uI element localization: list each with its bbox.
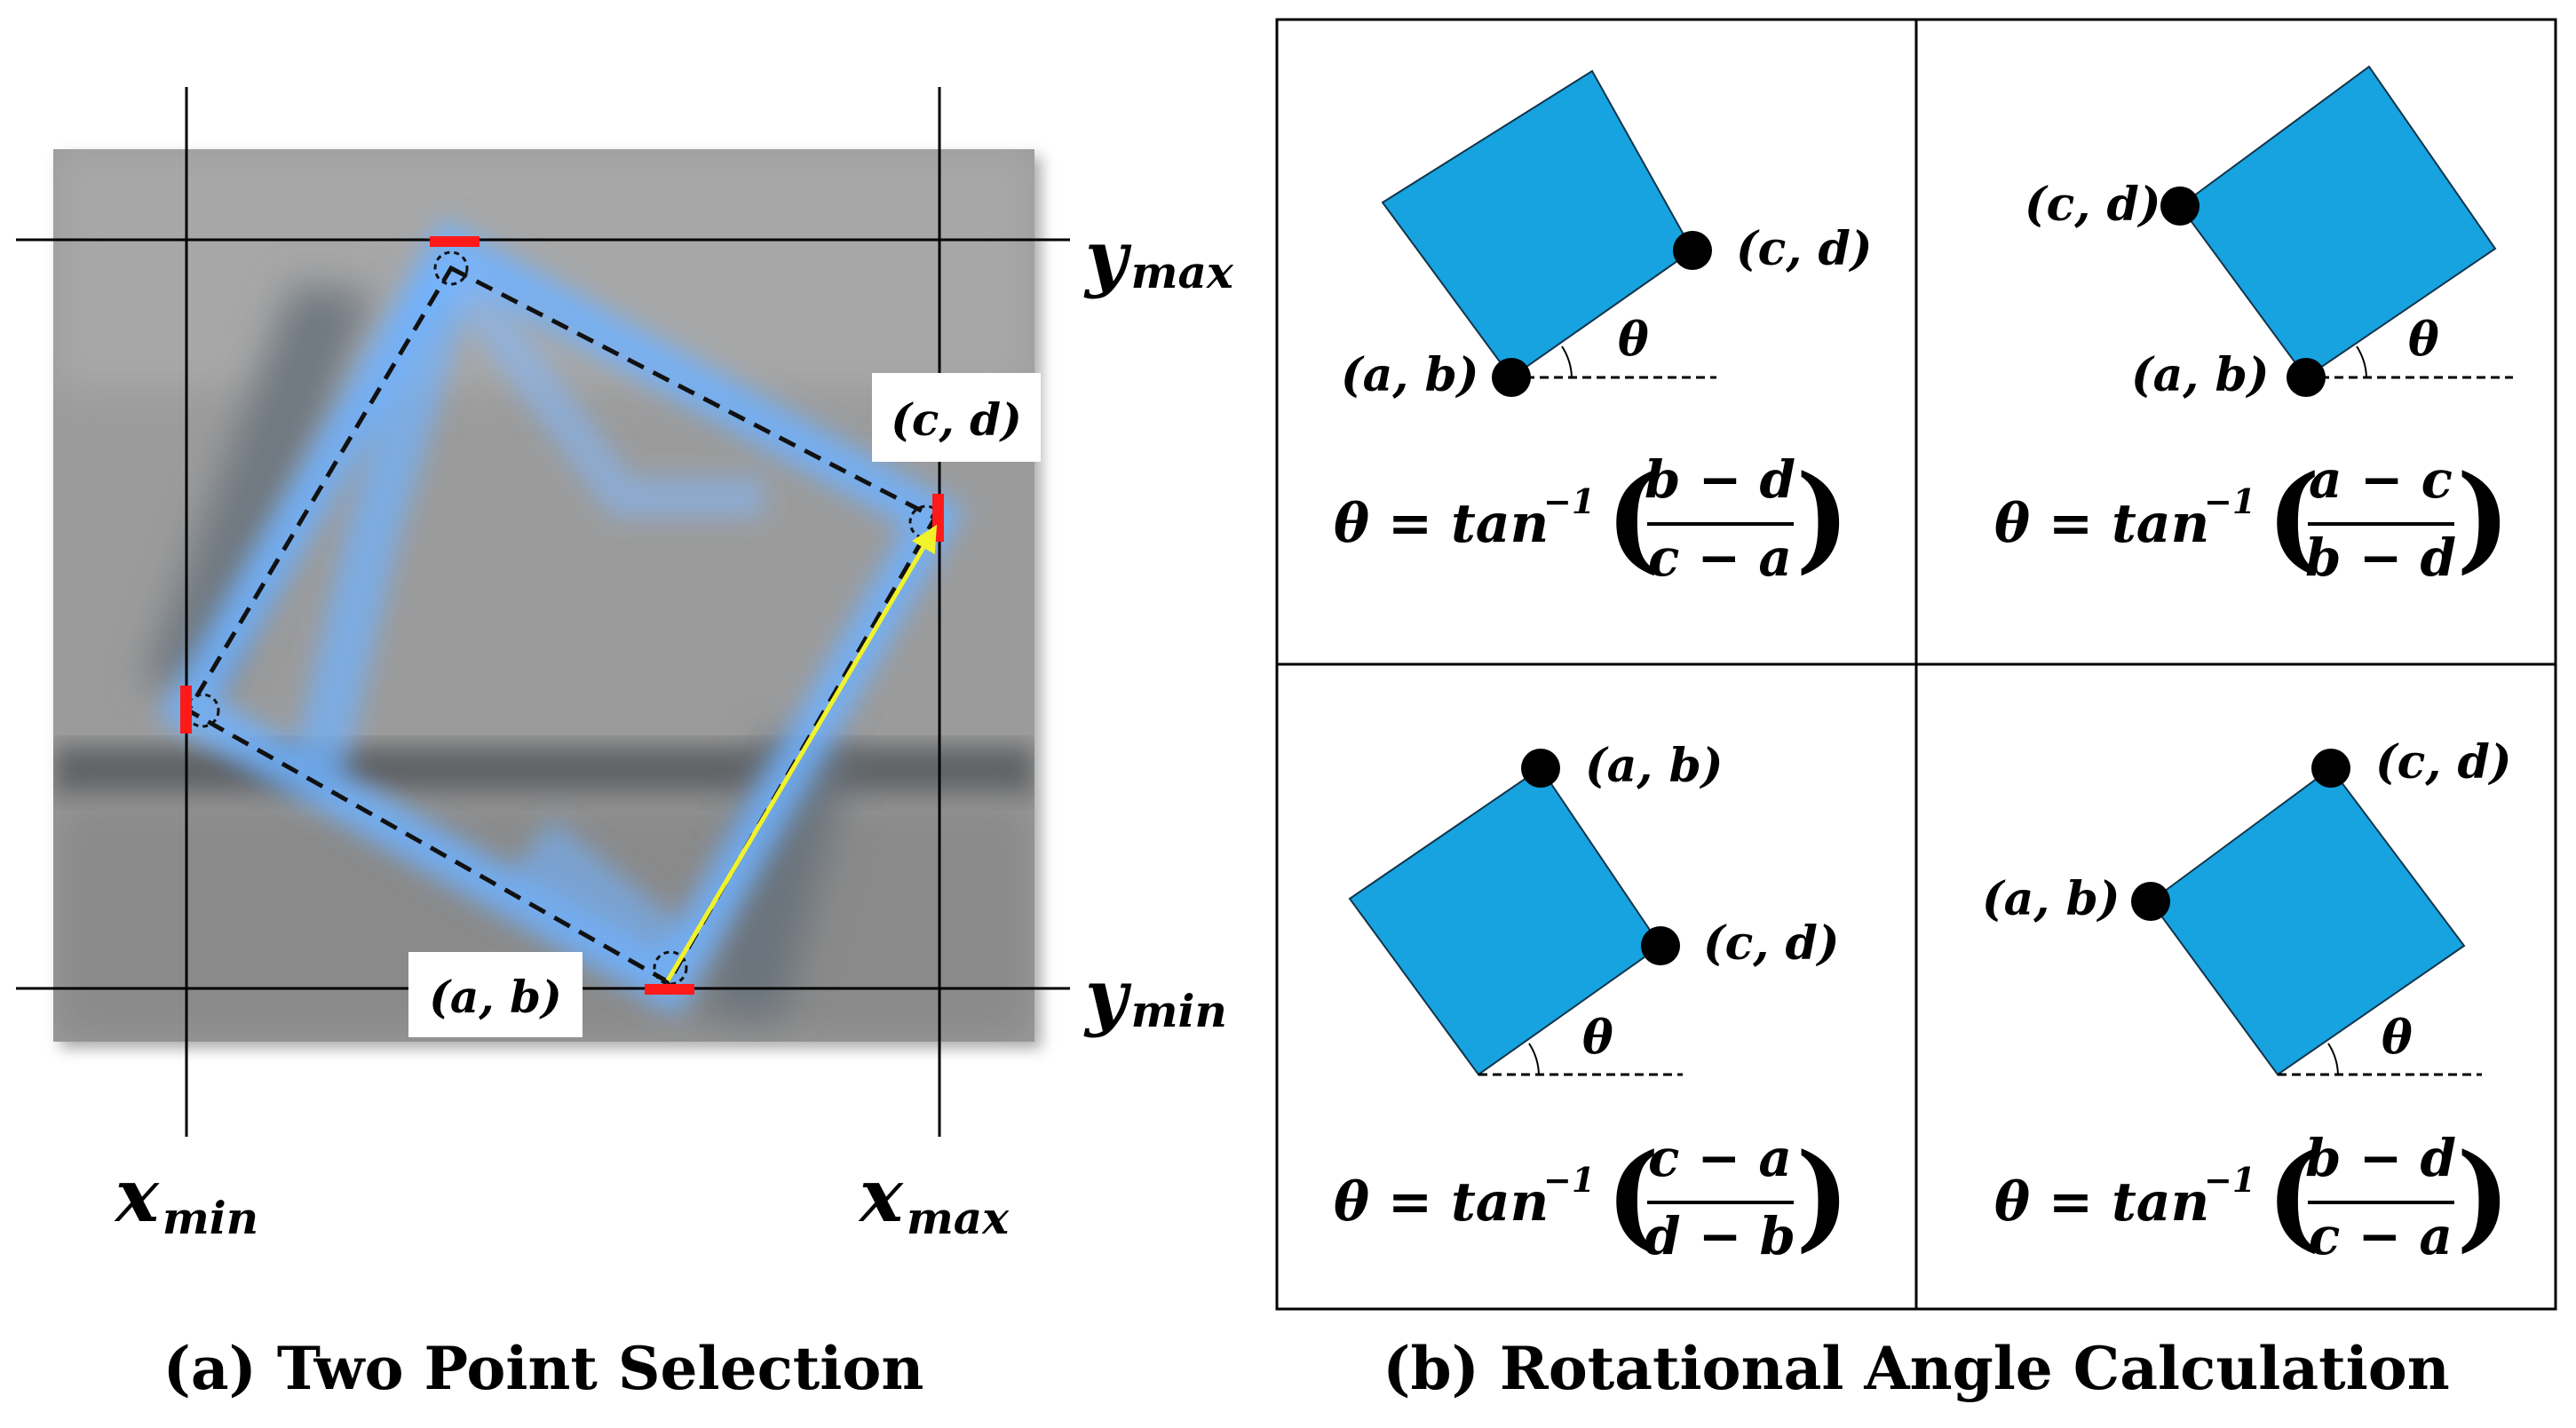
label-p2: (c, d) (1703, 916, 1839, 971)
equation: θ = tan −1 ( b − d c − a ) (1334, 449, 1851, 588)
label-p1: (c, d) (2375, 735, 2511, 789)
point-cd (2160, 186, 2200, 226)
left-extreme-marker (180, 686, 192, 734)
ab-label-box (408, 952, 583, 1037)
x-max-label: xmax (858, 1154, 1010, 1244)
eq-numerator: a − c (2309, 449, 2453, 510)
eq-sup: −1 (2204, 1160, 2255, 1200)
eq-paren-open: ( (1605, 1128, 1661, 1264)
angle-arc (1528, 1043, 1540, 1075)
label-p2: (a, b) (1982, 872, 2120, 926)
point-ab (1521, 749, 1560, 788)
eq-paren-close: ) (2456, 449, 2511, 585)
equation: θ = tan −1 ( b − d c − a ) (1994, 1128, 2511, 1266)
rotated-square (1348, 766, 1662, 1076)
eq-numerator: b − d (2305, 1128, 2456, 1188)
theta-label: θ (1618, 313, 1649, 367)
point-cd (1641, 926, 1680, 965)
eq-denominator: c − a (2309, 1206, 2453, 1266)
point-ab (1492, 358, 1531, 397)
eq-numerator: c − a (1648, 1128, 1792, 1188)
eq-lhs: θ = tan (1994, 1171, 2209, 1234)
equation: θ = tan −1 ( c − a d − b ) (1334, 1128, 1851, 1266)
theta-label: θ (1582, 1011, 1613, 1065)
ab-label: (a, b) (429, 971, 562, 1023)
rotated-square (2178, 65, 2497, 379)
angle-arc (2356, 345, 2367, 378)
panel-a-two-point-selection: (c, d) (a, b) ymax ymin xmin xmax (a) Tw… (16, 87, 1234, 1403)
x-min-label: xmin (114, 1154, 258, 1244)
eq-sup: −1 (1543, 481, 1595, 521)
point-ab (2131, 882, 2170, 921)
eq-lhs: θ = tan (1334, 1171, 1549, 1234)
panel-a-caption: (a) Two Point Selection (163, 1334, 924, 1403)
point-cd (2311, 749, 2350, 788)
cell-bottom-left: (a, b) (c, d) θ θ = tan −1 ( c − a d − b… (1334, 739, 1851, 1266)
cd-label: (c, d) (891, 393, 1022, 446)
cd-label-box (872, 373, 1041, 462)
equation: θ = tan −1 ( a − c b − d ) (1994, 449, 2511, 588)
cell-bottom-right: (c, d) (a, b) θ θ = tan −1 ( b − d c − a… (1982, 735, 2511, 1266)
point-cd (1673, 231, 1712, 270)
eq-denominator: b − d (2305, 528, 2456, 588)
panel-b-rotational-angle: (a, b) (c, d) θ θ = tan −1 ( b − d c − a… (1275, 18, 2557, 1403)
y-max-label: ymax (1083, 215, 1234, 300)
bounding-rectangle (185, 265, 939, 986)
bottom-extreme-marker (645, 984, 694, 995)
right-extreme-marker (932, 494, 944, 542)
top-extreme-marker (430, 236, 480, 247)
eq-denominator: d − b (1645, 1206, 1795, 1266)
eq-paren-open: ( (2266, 1128, 2321, 1264)
corner-bottom-circle (653, 950, 688, 986)
vector-arrow (665, 524, 938, 982)
y-min-label: ymin (1083, 954, 1227, 1039)
eq-lhs: θ = tan (1334, 493, 1549, 555)
cell-top-right: (c, d) (a, b) θ θ = tan −1 ( a − c b − d… (1994, 65, 2513, 588)
angle-arc (2327, 1043, 2339, 1075)
eq-denominator: c − a (1648, 528, 1792, 588)
point-ab (2287, 358, 2326, 397)
label-p1: (a, b) (1585, 739, 1723, 793)
eq-paren-close: ) (1795, 1128, 1851, 1264)
eq-paren-open: ( (2266, 449, 2321, 585)
corner-top-circle (433, 250, 469, 286)
label-p2: (c, d) (1736, 222, 1872, 276)
eq-paren-close: ) (2456, 1128, 2511, 1264)
label-p1: (c, d) (2025, 178, 2160, 232)
blurred-photo (53, 149, 1034, 1042)
panel-b-caption: (b) Rotational Angle Calculation (1383, 1334, 2449, 1403)
eq-paren-close: ) (1795, 449, 1851, 585)
eq-sup: −1 (2204, 481, 2255, 521)
eq-numerator: b − d (1645, 449, 1795, 510)
eq-sup: −1 (1543, 1160, 1595, 1200)
theta-label: θ (2382, 1011, 2413, 1065)
eq-lhs: θ = tan (1994, 493, 2209, 555)
eq-paren-open: ( (1605, 449, 1661, 585)
rotated-square (2149, 766, 2466, 1076)
angle-arc (1561, 345, 1573, 378)
label-p1: (a, b) (1341, 348, 1478, 402)
theta-label: θ (2408, 313, 2439, 367)
label-p2: (a, b) (2131, 348, 2269, 402)
cell-top-left: (a, b) (c, d) θ θ = tan −1 ( b − d c − a… (1334, 69, 1872, 588)
